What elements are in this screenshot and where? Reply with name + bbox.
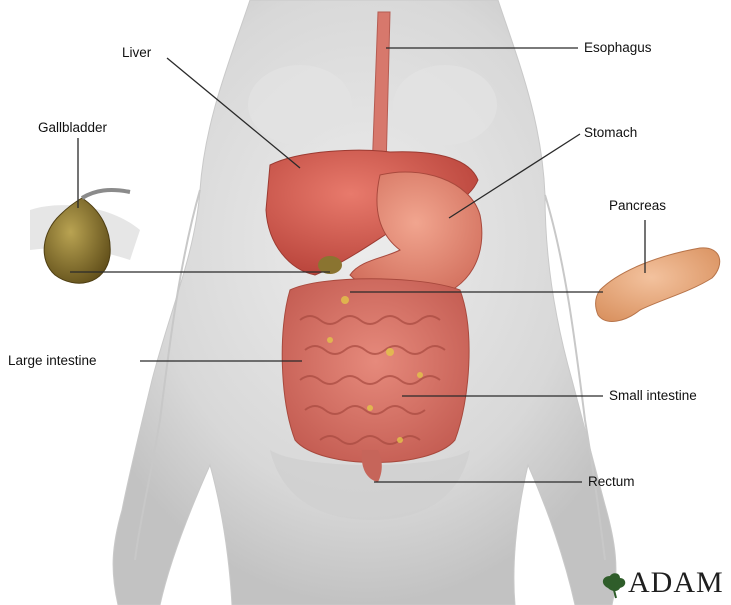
label-small-intestine: Small intestine bbox=[609, 388, 697, 404]
label-stomach: Stomach bbox=[584, 125, 637, 141]
adam-logo: ADAM bbox=[598, 566, 724, 600]
adam-logo-text: ADAM bbox=[628, 566, 724, 600]
label-pancreas: Pancreas bbox=[609, 198, 666, 214]
label-gallbladder: Gallbladder bbox=[38, 120, 107, 136]
pancreas-illustration bbox=[596, 248, 720, 322]
label-large-intestine: Large intestine bbox=[8, 353, 97, 369]
label-esophagus: Esophagus bbox=[584, 40, 652, 56]
label-liver: Liver bbox=[122, 45, 151, 61]
label-rectum: Rectum bbox=[588, 474, 635, 490]
gallbladder-illustration bbox=[30, 190, 140, 283]
